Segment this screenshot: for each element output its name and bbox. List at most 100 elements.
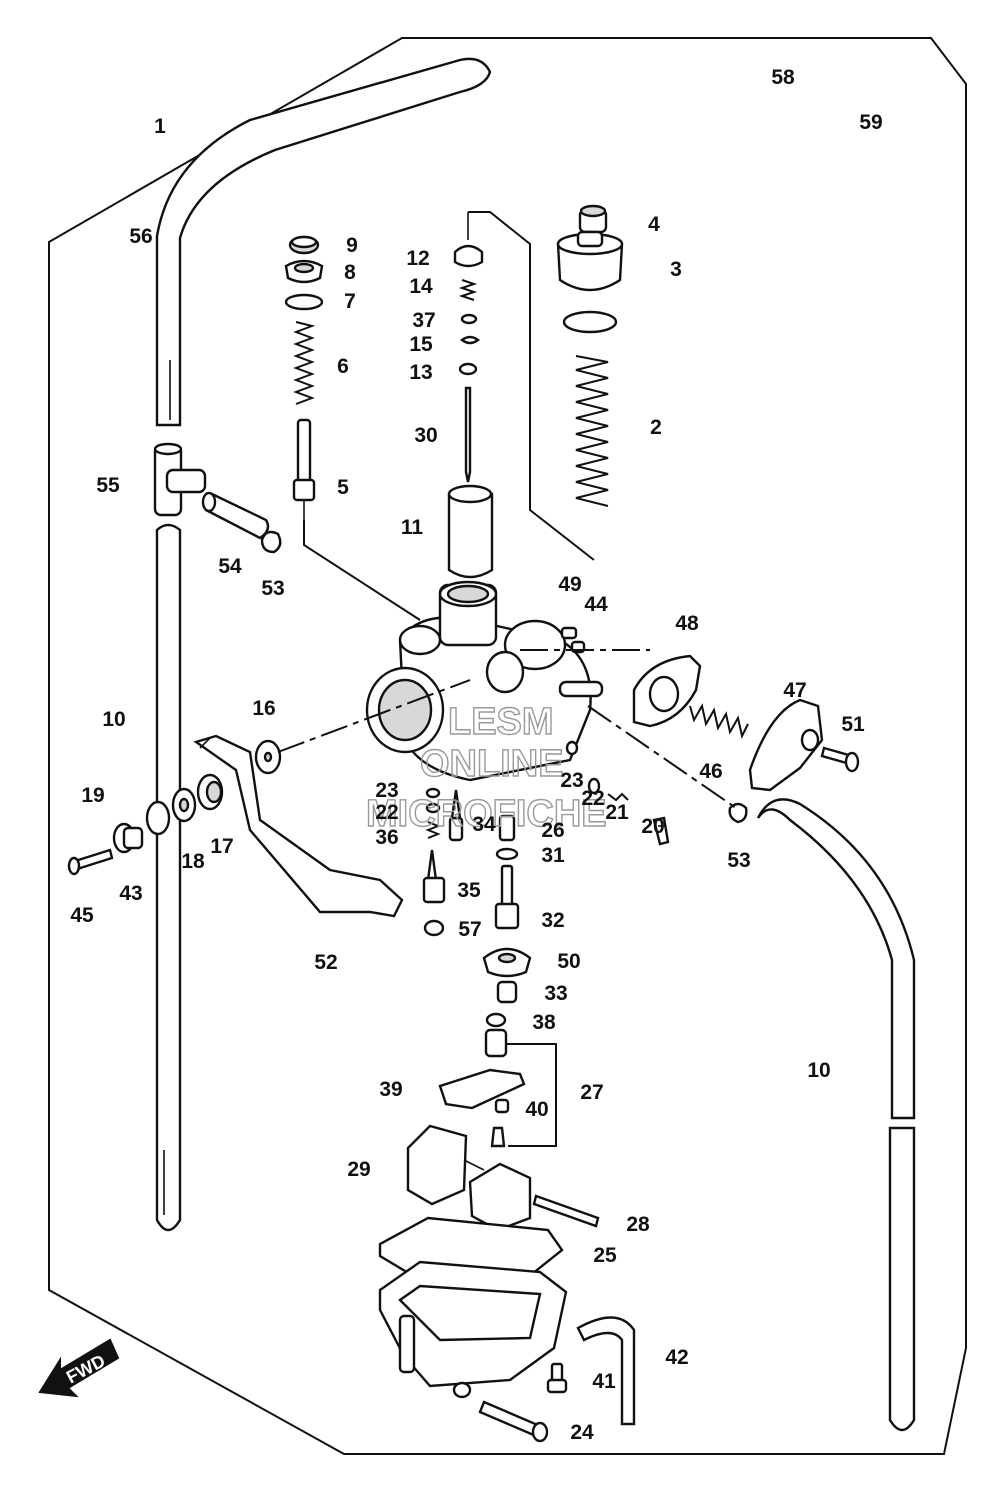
callout-55-58: 55 (96, 474, 120, 497)
callout-59-62: 59 (859, 111, 882, 134)
spring-21 (607, 792, 629, 802)
o-ring-23-left (425, 787, 441, 799)
callout-4-3: 4 (648, 213, 660, 236)
callout-50-52: 50 (557, 950, 580, 973)
callout-42-44: 42 (665, 1346, 688, 1369)
callout-41-43: 41 (592, 1370, 616, 1393)
screw-51 (820, 746, 860, 773)
o-ring-22-left (425, 802, 441, 814)
top-cap-3 (556, 230, 624, 292)
watermark-line-1: LESM (448, 701, 554, 743)
holder-50 (482, 947, 532, 978)
callout-8-7: 8 (344, 261, 356, 284)
screw-49 (560, 626, 578, 640)
callout-19-19: 19 (81, 784, 104, 807)
cap-9 (288, 235, 320, 255)
spring-6 (293, 321, 316, 405)
forward-arrow: FWD (38, 1338, 120, 1398)
callout-47-49: 47 (783, 679, 806, 702)
collar-17 (196, 773, 224, 811)
seat-13 (458, 362, 478, 376)
float-chamber (378, 1260, 568, 1399)
callout-32-34: 32 (541, 909, 564, 932)
bolt-45 (67, 848, 114, 876)
callout-48-50: 48 (675, 612, 699, 635)
washer-18 (171, 787, 197, 823)
carburetor-body (365, 580, 604, 782)
callout-22-22: 22 (581, 787, 604, 810)
callout-38-40: 38 (532, 1011, 556, 1034)
callout-54-57: 54 (218, 555, 242, 578)
screw-20 (652, 816, 670, 846)
guide-line-needle (468, 211, 595, 561)
spring-36 (425, 821, 441, 839)
drain-screw-24 (478, 1400, 549, 1443)
callout-17-17: 17 (210, 835, 233, 858)
callout-27-29: 27 (580, 1081, 603, 1104)
washer-37 (460, 313, 478, 325)
callout-46-48: 46 (699, 760, 722, 783)
callout-43-45: 43 (119, 882, 142, 905)
callout-56-59: 56 (129, 225, 152, 248)
cover-48 (632, 654, 702, 728)
screw-41 (546, 1362, 568, 1394)
float-valve-seat-27 (484, 1028, 508, 1058)
callout-15-15: 15 (409, 333, 433, 356)
o-ring-38 (485, 1012, 507, 1028)
callout-24-26: 24 (570, 1421, 594, 1444)
clamp-53-lower (728, 802, 748, 824)
callout-28-30: 28 (626, 1213, 650, 1236)
part-callouts: 1234567891010111213141516171819202122222… (70, 66, 882, 1444)
callout-1-0: 1 (154, 115, 166, 138)
callout-10-10: 10 (807, 1059, 830, 1082)
hose-54 (201, 491, 270, 540)
fuel-hose-56 (155, 57, 492, 427)
callout-16-16: 16 (252, 697, 275, 720)
callout-6-5: 6 (337, 355, 349, 378)
clamp-53-upper (260, 530, 282, 554)
pin-28 (532, 1194, 600, 1228)
pilot-jet-35 (422, 849, 446, 904)
t-fitting-55 (153, 442, 207, 517)
gasket-39 (438, 1068, 526, 1110)
callout-7-6: 7 (344, 290, 356, 313)
callout-9-8: 9 (346, 234, 358, 257)
screw-5 (292, 418, 316, 520)
callout-18-18: 18 (181, 850, 205, 873)
o-ring-7 (284, 293, 324, 311)
callout-20-20: 20 (641, 815, 664, 838)
main-jet-33 (496, 980, 518, 1004)
dash-line-16 (277, 679, 471, 753)
jet-26 (498, 814, 516, 842)
callout-36-38: 36 (375, 826, 398, 849)
o-ring-22-right (587, 777, 601, 795)
callout-45-47: 45 (70, 904, 94, 927)
callout-51-53: 51 (841, 713, 865, 736)
callout-26-28: 26 (541, 819, 564, 842)
callout-44-46: 44 (584, 593, 608, 616)
screw-40 (494, 1098, 510, 1114)
callout-23-25: 23 (375, 779, 398, 802)
callout-53-55: 53 (261, 577, 284, 600)
callout-14-14: 14 (409, 275, 433, 298)
drain-tube-42 (576, 1316, 636, 1426)
fuel-hose-10-right (756, 798, 916, 1432)
callout-53-56: 53 (727, 849, 750, 872)
callout-21-21: 21 (605, 801, 629, 824)
gasket-3 (562, 310, 618, 334)
needle-jet-32 (494, 864, 520, 930)
retainer-12 (453, 212, 484, 268)
watermark-line-3: MICROFICHE (366, 793, 607, 835)
diagram-frame (48, 37, 967, 1455)
callout-30-32: 30 (414, 424, 437, 447)
watermark: LESM ONLINE MICROFICHE (365, 700, 607, 835)
o-ring-23-right (565, 740, 579, 756)
needle-valve-27 (490, 1126, 506, 1148)
clip-15 (459, 335, 481, 345)
jet-needle-30 (464, 386, 472, 483)
washer-19 (145, 800, 171, 836)
callout-58-61: 58 (771, 66, 795, 89)
callout-34-36: 34 (472, 813, 496, 836)
callout-22-23: 22 (375, 801, 398, 824)
